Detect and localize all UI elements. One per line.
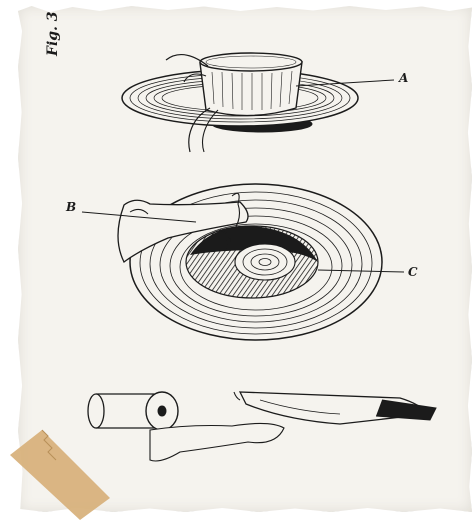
bottom-tools-illustration xyxy=(88,392,436,461)
label-b: B xyxy=(66,201,76,213)
coiled-braid-figure-c xyxy=(82,184,404,340)
label-a: A xyxy=(399,72,408,84)
label-c: C xyxy=(408,266,418,278)
masking-tape-corner xyxy=(10,430,110,520)
figure-caption: Fig. 3 xyxy=(46,11,60,56)
finished-hat-figure-a xyxy=(122,53,394,152)
